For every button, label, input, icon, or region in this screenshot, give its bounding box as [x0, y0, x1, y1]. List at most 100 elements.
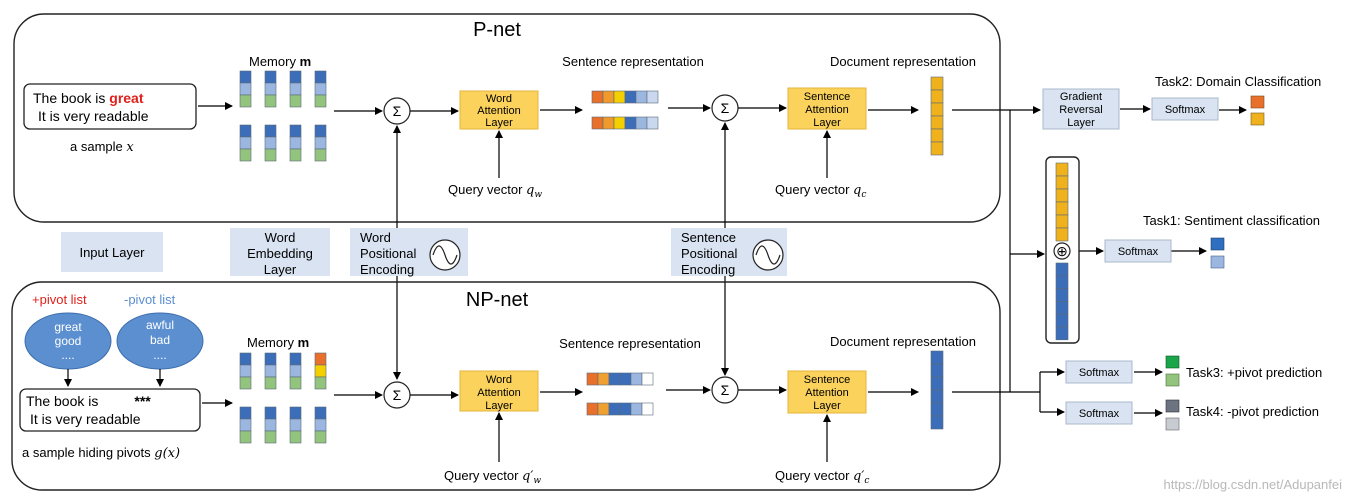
word-embedding-l1: Word: [265, 230, 296, 245]
task1-output-cell-2: [1210, 255, 1225, 269]
sentence-vector-cell: [597, 402, 610, 416]
document-vector-cell: [930, 102, 944, 117]
memory-cell: [289, 406, 302, 420]
pnet-sample-line1: The book is great: [33, 90, 144, 106]
word-positional-l1: Word: [360, 230, 391, 245]
memory-cell: [314, 418, 327, 432]
sentence-positional-l1: Sentence: [681, 230, 736, 245]
npnet-sent-sum-symbol: Σ: [721, 382, 730, 398]
task1-output-cell-1: [1210, 237, 1225, 251]
memory-cell: [264, 70, 277, 84]
memory-cell: [314, 94, 327, 108]
memory-cell: [289, 418, 302, 432]
npnet-word-attention-l2: Attention: [477, 387, 520, 399]
npnet-sample-box: [19, 388, 201, 432]
word-embedding-l3: Layer: [264, 262, 297, 277]
sentence-vector-cell: [646, 116, 659, 130]
document-vector-cell: [930, 415, 944, 430]
task1-label: Task1: Sentiment classification: [1143, 213, 1320, 228]
task4-softmax: [1065, 401, 1133, 425]
sentence-vector-cell: [630, 402, 643, 416]
task4-softmax-label: Softmax: [1079, 408, 1120, 420]
concat-cell-top: [1055, 227, 1069, 242]
npnet-memory-label: Memory m: [247, 335, 309, 350]
document-vector-cell: [930, 115, 944, 130]
memory-cell: [264, 148, 277, 162]
sentence-vector-cell: [602, 116, 615, 130]
sentence-vector-cell: [602, 90, 615, 104]
task3-softmax-label: Softmax: [1079, 367, 1120, 379]
word-embedding-box: [230, 228, 330, 276]
memory-cell: [239, 136, 252, 150]
memory-cell: [314, 406, 327, 420]
concat-cell-bottom: [1055, 275, 1069, 289]
sentence-vector-cell: [591, 116, 604, 130]
sentence-positional-l2: Positional: [681, 246, 737, 261]
input-layer-label: Input Layer: [79, 245, 145, 260]
memory-cell: [239, 364, 252, 378]
word-positional-wave-icon: [429, 239, 461, 271]
memory-cell: [314, 352, 327, 366]
document-vector-cell: [930, 363, 944, 378]
sentence-vector-cell: [608, 372, 621, 386]
pnet-memory-label: Memory m: [249, 54, 311, 69]
neg-pivot-2: bad: [150, 333, 170, 347]
memory-cell: [314, 376, 327, 390]
pos-pivot-1: great: [54, 320, 82, 334]
sentence-vector-cell: [619, 402, 632, 416]
pnet-word-sum-symbol: Σ: [393, 103, 402, 119]
pnet-title: P-net: [473, 19, 521, 41]
pnet-sample-line2: It is very readable: [38, 108, 149, 124]
concat-cell-top: [1055, 188, 1069, 203]
memory-cell: [314, 124, 327, 138]
concat-vector-cells: [1055, 162, 1069, 341]
memory-cell: [239, 418, 252, 432]
pnet-panel: [13, 13, 1001, 223]
pnet-memory-cells: [239, 70, 327, 162]
memory-cell: [289, 352, 302, 366]
npnet-sentence-attention-l3: Layer: [813, 400, 841, 412]
npnet-sample-line2: It is very readable: [30, 411, 141, 427]
pnet-sentence-attention-l1: Sentence: [804, 91, 850, 103]
task2-output-cell-1: [1250, 95, 1265, 109]
sentence-vector-cell: [597, 372, 610, 386]
pnet-document-vector: [930, 76, 944, 156]
document-vector-cell: [930, 141, 944, 156]
pnet-query-word: Query vector qw: [448, 182, 542, 200]
pnet-document-representation-label: Document representation: [830, 54, 976, 69]
gradient-reversal-l3: Layer: [1067, 117, 1095, 129]
memory-cell: [289, 82, 302, 96]
npnet-document-representation-label: Document representation: [830, 334, 976, 349]
memory-cell: [264, 94, 277, 108]
pnet-sentence-representation-label: Sentence representation: [562, 54, 704, 69]
pnet-sample-box: [23, 83, 197, 130]
npnet-query-word: Query vector q′w: [444, 468, 541, 486]
gradient-reversal-l2: Reversal: [1059, 104, 1102, 116]
task2-label: Task2: Domain Classification: [1155, 74, 1321, 89]
concat-cell-bottom: [1055, 288, 1069, 302]
neg-pivot-1: awful: [146, 318, 174, 332]
sentence-vector-cell: [586, 372, 599, 386]
document-vector-cell: [930, 76, 944, 91]
sentence-vector-cell: [591, 90, 604, 104]
pnet-sentence-attention-l3: Layer: [813, 117, 841, 129]
sentence-vector-cell: [613, 90, 626, 104]
pnet-arrows: [198, 102, 919, 178]
pos-pivot-2: good: [55, 334, 82, 348]
npnet-word-attention-l1: Word: [486, 374, 512, 386]
memory-cell: [264, 376, 277, 390]
watermark: https://blog.csdn.net/Adupanfei: [1163, 477, 1342, 492]
npnet-arrows: [202, 386, 919, 462]
npnet-sentence-attention-l2: Attention: [805, 387, 848, 399]
task-connectors: [952, 105, 1247, 417]
word-embedding-l2: Embedding: [247, 246, 313, 261]
npnet-sample-caption: a sample hiding pivots g(x): [22, 445, 180, 461]
pnet-sent-sum-symbol: Σ: [721, 100, 730, 116]
task3-output-cell-2: [1165, 373, 1180, 387]
npnet-word-sum-symbol: Σ: [393, 387, 402, 403]
memory-cell: [289, 94, 302, 108]
document-vector-cell: [930, 128, 944, 143]
npnet-sentence-representation-label: Sentence representation: [559, 336, 701, 351]
memory-cell: [289, 364, 302, 378]
